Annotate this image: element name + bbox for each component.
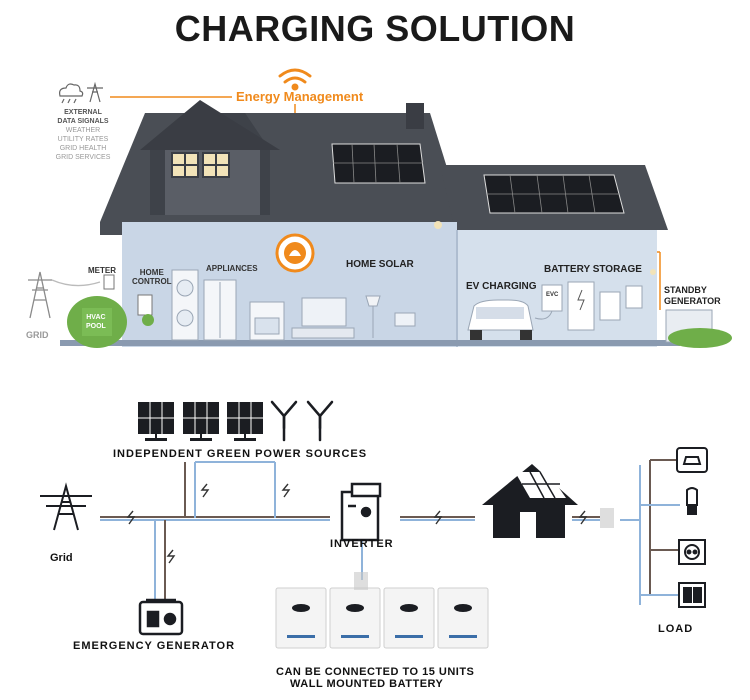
load-label: LOAD — [658, 623, 694, 635]
connection-lines — [100, 459, 680, 605]
grid-label-top: GRID — [26, 330, 49, 340]
battery-units — [275, 572, 489, 649]
solar-panel-icon — [138, 402, 263, 441]
solar-panel-roof-1 — [331, 143, 426, 184]
meter-icon — [103, 274, 115, 290]
evc-label: EVC — [546, 292, 559, 298]
battery-unit — [437, 587, 489, 649]
standby-generator-label: STANDBY GENERATOR — [664, 285, 721, 306]
home-solar-label: HOME SOLAR — [346, 259, 414, 270]
appliances-icon — [171, 269, 285, 341]
generator-icon — [138, 598, 184, 636]
page-title: CHARGING SOLUTION — [174, 8, 576, 49]
lightbulb-icon — [686, 487, 698, 515]
emergency-generator-label: EMERGENCY GENERATOR — [73, 640, 236, 652]
load-car-icon — [676, 447, 708, 473]
appliances-label: APPLIANCES — [206, 264, 258, 273]
system-diagram — [40, 400, 708, 649]
energy-management-label: Energy Management — [236, 89, 364, 104]
battery-unit — [275, 587, 327, 649]
external-signals-items: WEATHER UTILITY RATES GRID HEALTH GRID S… — [55, 127, 111, 161]
dormer-windows — [171, 152, 230, 178]
battery-note-1: CAN BE CONNECTED TO 15 UNITS — [276, 666, 475, 678]
hvac-pool-label: HVAC POOL — [86, 314, 106, 330]
inverter-label: INVERTER — [330, 538, 394, 550]
meter-label: METER — [88, 266, 116, 275]
standby-generator-icon — [665, 309, 732, 348]
cloud-icon — [59, 83, 84, 104]
plant-icon — [142, 314, 154, 326]
grid-tower-icon — [40, 482, 92, 531]
ev-charger-icon — [541, 284, 563, 312]
home-control-label: HOME CONTROL — [132, 268, 172, 286]
switch-icon — [678, 582, 706, 608]
ev-car-icon — [467, 299, 534, 340]
battery-storage-label: BATTERY STORAGE — [544, 264, 642, 275]
wifi-icon — [278, 68, 312, 91]
home-control-icon — [137, 294, 153, 316]
tv-icon — [291, 297, 355, 339]
house-icon — [482, 464, 578, 538]
energy-hub-icon — [275, 233, 315, 273]
battery-storage-icon — [567, 281, 643, 331]
plug-icon — [600, 508, 614, 528]
lamp-icon — [365, 295, 381, 338]
battery-note-2: WALL MOUNTED BATTERY — [290, 678, 444, 690]
battery-unit — [383, 587, 435, 649]
wind-turbine-icon — [270, 400, 334, 442]
inverter-icon — [340, 482, 382, 542]
grid-label: Grid — [50, 552, 73, 564]
tower-icon — [87, 81, 103, 103]
grid-tower-icon — [28, 271, 101, 319]
battery-unit — [329, 587, 381, 649]
ev-charging-label: EV CHARGING — [466, 281, 537, 292]
lightning-marks — [126, 483, 588, 564]
socket-icon — [678, 539, 706, 565]
laptop-icon — [394, 312, 416, 327]
green-sources-label: INDEPENDENT GREEN POWER SOURCES — [113, 448, 368, 460]
house-illustration — [28, 68, 732, 348]
solar-panel-roof-2 — [483, 174, 625, 214]
external-signals-heading: EXTERNAL DATA SIGNALS — [57, 109, 109, 125]
